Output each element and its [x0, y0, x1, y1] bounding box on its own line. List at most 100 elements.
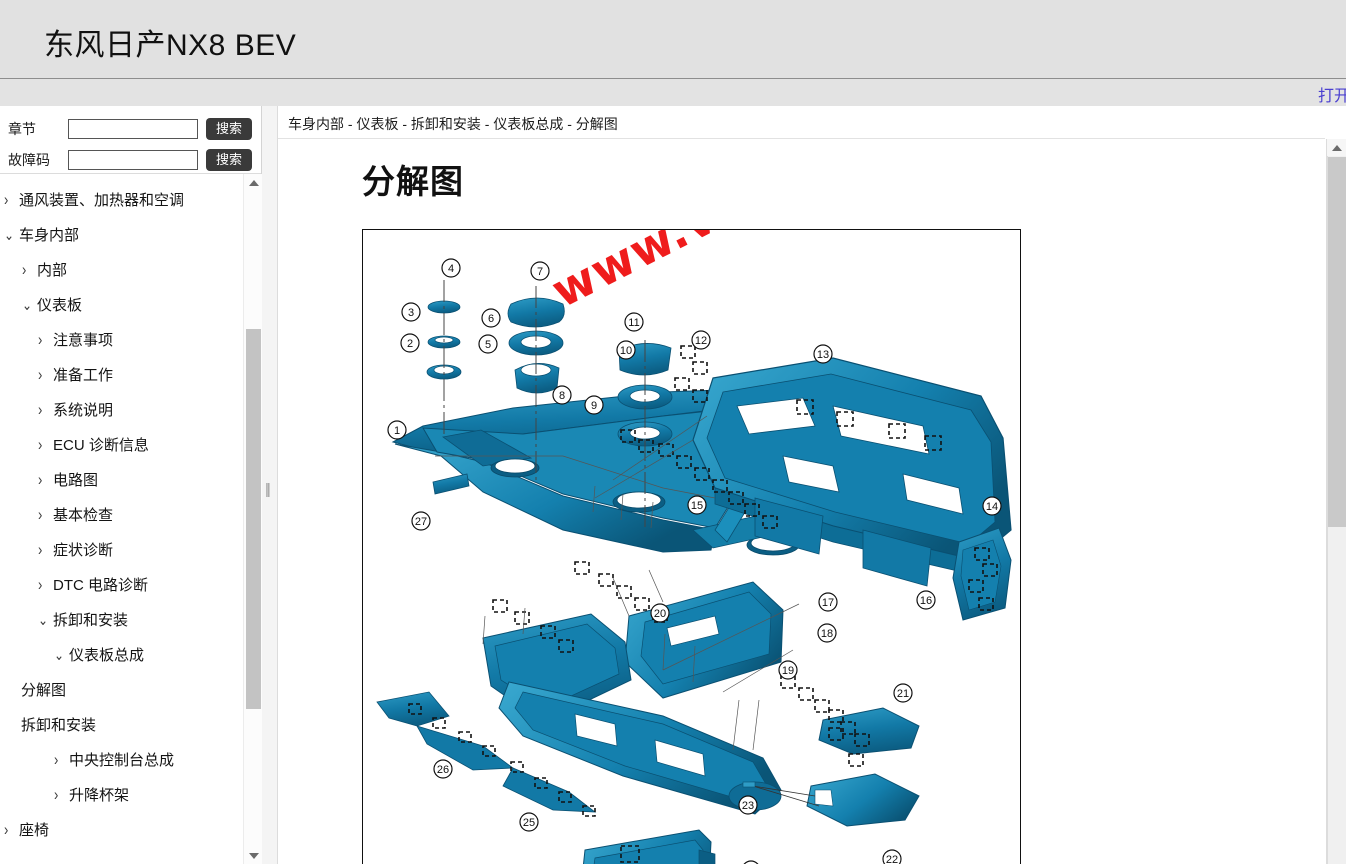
open-link[interactable]: 打开 [1317, 88, 1346, 105]
sidebar-item-16[interactable]: ›中央控制台总成 [0, 742, 244, 777]
sidebar-item-17[interactable]: ›升降杯架 [0, 777, 244, 812]
search-box: 章节 搜索 故障码 搜索 [0, 106, 261, 174]
callout-18: 18 [817, 623, 837, 643]
sidebar-item-label: 拆卸和安装 [53, 612, 129, 629]
callout-circle [650, 603, 670, 623]
chapter-search-input[interactable] [68, 119, 198, 139]
callout-2: 2 [400, 333, 420, 353]
callout-circle [743, 860, 759, 864]
callout-circle [738, 795, 758, 815]
callout-circle [813, 344, 833, 364]
callout-circle [882, 849, 902, 864]
panel-resize-grip-icon[interactable]: || [265, 481, 271, 498]
sidebar-scroll-up-arrow-icon[interactable] [244, 174, 263, 191]
sidebar-item-18[interactable]: › 座椅 [0, 812, 244, 847]
sidebar-item-10[interactable]: ›症状诊断 [0, 532, 244, 567]
sidebar-item-14[interactable]: ›分解图 [0, 672, 244, 707]
chevron-down-icon: ⌄ [38, 610, 49, 629]
callout-number: 23 [742, 800, 754, 812]
sidebar-item-5[interactable]: › 准备工作 [0, 357, 244, 392]
callout-10: 10 [616, 340, 636, 360]
callout-number: 8 [559, 390, 565, 402]
sidebar-panel: 章节 搜索 故障码 搜索 ›通风装置、加热器和空调⌄车身内部›内部⌄仪表板›注意… [0, 106, 263, 864]
callout-circle [441, 258, 461, 278]
sidebar-item-2[interactable]: ›内部 [0, 252, 244, 287]
callout-circle [616, 340, 636, 360]
sidebar-item-7[interactable]: ›ECU 诊断信息 [0, 427, 244, 462]
callout-number: 12 [695, 335, 707, 347]
callout-13: 13 [813, 344, 833, 364]
exploded-diagram-figure: 1234567891011121314151617181920212223242… [362, 229, 1021, 864]
content-scrollbar-thumb[interactable] [1328, 157, 1346, 527]
callout-number: 1 [394, 425, 400, 437]
chevron-right-icon: › [38, 365, 43, 384]
dtc-search-input[interactable] [68, 150, 198, 170]
sidebar-scroll-down-arrow-icon[interactable] [244, 847, 263, 864]
document-heading: 分解图 [362, 163, 464, 200]
callout-7: 7 [530, 261, 550, 281]
callout-16: 16 [916, 590, 936, 610]
sidebar-item-1[interactable]: ⌄车身内部 [0, 217, 244, 252]
sidebar-item-11[interactable]: ›DTC 电路诊断 [0, 567, 244, 602]
callout-17: 17 [818, 592, 838, 612]
callout-circle [893, 683, 913, 703]
sidebar-item-0[interactable]: ›通风装置、加热器和空调 [0, 182, 244, 217]
callout-number: 21 [897, 688, 909, 700]
content-scrollbar[interactable] [1326, 139, 1346, 864]
chapter-search-row: 章节 搜索 [8, 118, 252, 140]
callout-circle [400, 333, 420, 353]
chevron-right-icon: › [38, 400, 43, 419]
sidebar-item-label: DTC 电路诊断 [53, 577, 148, 594]
sidebar-item-label: 座椅 [19, 822, 50, 839]
callout-circle [411, 511, 431, 531]
sidebar-item-4[interactable]: ›注意事项 [0, 322, 244, 357]
callout-20: 20 [650, 603, 670, 623]
callout-number: 10 [620, 345, 632, 357]
callout-number: 20 [654, 608, 666, 620]
sidebar-item-label: 电路图 [53, 472, 99, 489]
sidebar-item-label: 通风装置、加热器和空调 [19, 192, 185, 209]
sidebar-scrollbar[interactable] [243, 174, 263, 864]
callout-21: 21 [893, 683, 913, 703]
callout-4: 4 [441, 258, 461, 278]
callout-number: 11 [628, 317, 639, 329]
callout-9: 9 [584, 395, 604, 415]
page-title: 东风日产NX8 BEV [44, 29, 297, 62]
dtc-search-button[interactable]: 搜索 [206, 149, 252, 171]
dtc-search-row: 故障码 搜索 [8, 149, 252, 171]
sidebar-item-13[interactable]: ⌄仪表板总成 [0, 637, 244, 672]
content-scroll-up-arrow-icon[interactable] [1327, 139, 1346, 156]
sidebar-scrollbar-thumb[interactable] [246, 329, 261, 709]
sidebar-item-15[interactable]: ›拆卸和安装 [0, 707, 244, 742]
callout-8: 8 [552, 385, 572, 405]
sidebar-item-label: 仪表板总成 [69, 647, 145, 664]
sidebar-item-6[interactable]: › 系统说明 [0, 392, 244, 427]
chevron-down-icon: ⌄ [54, 645, 65, 664]
sidebar-item-label: 车身内部 [19, 227, 80, 244]
callout-number: 25 [523, 817, 535, 829]
callout-26: 26 [433, 759, 453, 779]
callout-number: 7 [537, 266, 543, 278]
chapter-search-button[interactable]: 搜索 [206, 118, 252, 140]
callout-6: 6 [481, 308, 501, 328]
callout-circle [624, 312, 644, 332]
sidebar-item-12[interactable]: ⌄拆卸和安装 [0, 602, 244, 637]
breadcrumb[interactable]: 车身内部 - 仪表板 - 拆卸和安装 - 仪表板总成 - 分解图 [278, 106, 1325, 139]
callout-circle [687, 495, 707, 515]
chevron-right-icon: › [4, 820, 9, 839]
callout-15: 15 [687, 495, 707, 515]
sidebar-item-label: 准备工作 [53, 367, 114, 384]
sidebar-item-8[interactable]: ›电路图 [0, 462, 244, 497]
callout-circle [387, 420, 407, 440]
sidebar-item-label: 系统说明 [53, 402, 114, 419]
sidebar-item-label: 仪表板 [37, 297, 83, 314]
sidebar-item-9[interactable]: ›基本检查 [0, 497, 244, 532]
sidebar-item-3[interactable]: ⌄仪表板 [0, 287, 244, 322]
callout-number: 19 [782, 665, 794, 677]
callout-5: 5 [478, 334, 498, 354]
callout-number: 5 [485, 339, 491, 351]
sidebar-item-label: 症状诊断 [53, 542, 114, 559]
callout-27: 27 [411, 511, 431, 531]
callout-circle [519, 812, 539, 832]
sidebar-item-label: ECU 诊断信息 [53, 437, 149, 454]
